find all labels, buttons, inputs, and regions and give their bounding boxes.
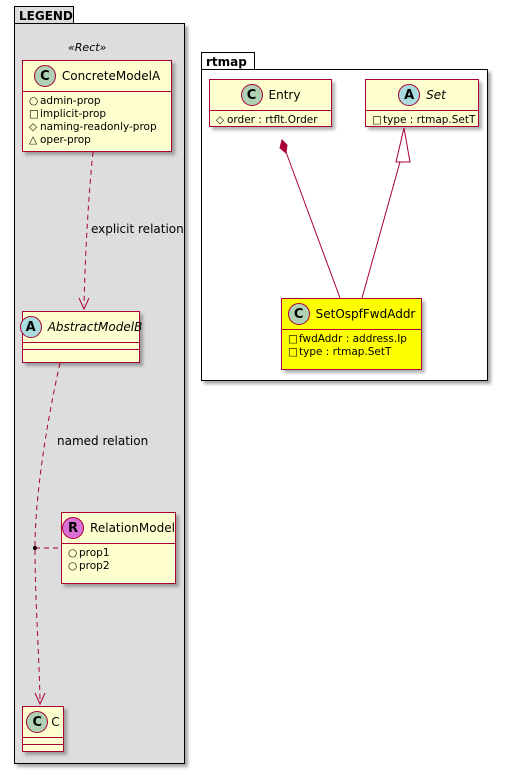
public-icon: ○ xyxy=(68,547,78,559)
package-icon: △ xyxy=(29,134,38,146)
class-header: A Set xyxy=(366,80,478,111)
attribute-list: □fwdAddr : address.Ip □type : rtmap.SetT xyxy=(282,330,421,362)
rtmap-package-tab: rtmap xyxy=(201,52,255,70)
class-c-icon: C xyxy=(26,711,49,733)
class-entry[interactable]: C Entry ◇order : rtflt.Order xyxy=(209,79,332,127)
class-header: C SetOspfFwdAddr xyxy=(282,299,421,330)
class-a-icon: A xyxy=(19,316,42,338)
legend-stereotype: «Rect» xyxy=(68,41,107,54)
composition-diamond xyxy=(279,139,288,154)
class-name: SetOspfFwdAddr xyxy=(315,307,416,321)
class-r-icon: R xyxy=(62,517,85,539)
private-icon: □ xyxy=(372,114,382,126)
class-name: C xyxy=(51,715,60,729)
class-name: ConcreteModelA xyxy=(61,69,161,83)
arrow-head xyxy=(34,692,46,706)
class-c-icon: C xyxy=(287,303,310,325)
attribute: ○prop1 xyxy=(68,547,110,559)
public-icon: ○ xyxy=(29,95,39,107)
attribute: ○prop2 xyxy=(68,560,110,572)
private-icon: □ xyxy=(288,333,298,345)
private-icon: □ xyxy=(29,108,39,120)
legend-package-tab: LEGEND xyxy=(14,6,74,24)
protected-icon: ◇ xyxy=(216,114,225,126)
named-relation-edge xyxy=(34,362,61,701)
class-c-icon: C xyxy=(33,65,56,87)
class-c[interactable]: C C xyxy=(22,706,64,752)
class-set-ospf-fwd-addr[interactable]: C SetOspfFwdAddr □fwdAddr : address.Ip □… xyxy=(281,298,422,370)
explicit-relation-label: explicit relation xyxy=(91,222,184,236)
attribute-section xyxy=(23,738,63,745)
attribute: ◇naming-readonly-prop xyxy=(29,121,157,133)
attribute: □fwdAddr : address.Ip xyxy=(288,333,407,345)
named-relation-label: named relation xyxy=(57,434,149,448)
attribute: ○admin-prop xyxy=(29,95,101,107)
class-header: C C xyxy=(23,707,63,738)
attribute-list: ◇order : rtflt.Order xyxy=(210,111,331,130)
private-icon: □ xyxy=(288,346,298,358)
class-abstract-model-b[interactable]: A AbstractModelB xyxy=(19,311,142,363)
class-name: AbstractModelB xyxy=(47,320,143,334)
attribute-list: ○prop1 ○prop2 xyxy=(62,544,175,576)
class-relation-model[interactable]: R RelationModel ○prop1 ○prop2 xyxy=(61,512,176,584)
inheritance-edge xyxy=(361,161,401,299)
attribute-section xyxy=(23,343,139,350)
class-header: A AbstractModelB xyxy=(19,312,142,343)
class-set[interactable]: A Set □type : rtmap.SetT xyxy=(365,79,479,127)
inheritance-triangle xyxy=(395,127,411,163)
class-header: C Entry xyxy=(210,80,331,111)
class-a-icon: A xyxy=(398,84,421,106)
attribute: △oper-prop xyxy=(29,134,91,146)
class-name: RelationModel xyxy=(90,521,175,535)
attribute-list: □type : rtmap.SetT xyxy=(366,111,478,130)
attribute: □implicit-prop xyxy=(29,108,107,120)
class-header: R RelationModel xyxy=(62,513,175,544)
class-name: Entry xyxy=(268,88,301,102)
attribute: ◇order : rtflt.Order xyxy=(216,114,318,126)
class-concrete-model-a[interactable]: C ConcreteModelA ○admin-prop □implicit-p… xyxy=(22,60,172,152)
class-name: Set xyxy=(426,88,446,102)
arrow-head xyxy=(78,297,90,311)
attribute: □type : rtmap.SetT xyxy=(372,114,476,126)
explicit-relation-edge xyxy=(83,151,94,306)
attribute: □type : rtmap.SetT xyxy=(288,346,392,358)
composition-edge xyxy=(285,151,341,299)
public-icon: ○ xyxy=(68,560,78,572)
class-header: C ConcreteModelA xyxy=(23,61,171,92)
class-c-icon: C xyxy=(240,84,263,106)
attribute-list: ○admin-prop □implicit-prop ◇naming-reado… xyxy=(23,92,171,150)
protected-icon: ◇ xyxy=(29,121,38,133)
